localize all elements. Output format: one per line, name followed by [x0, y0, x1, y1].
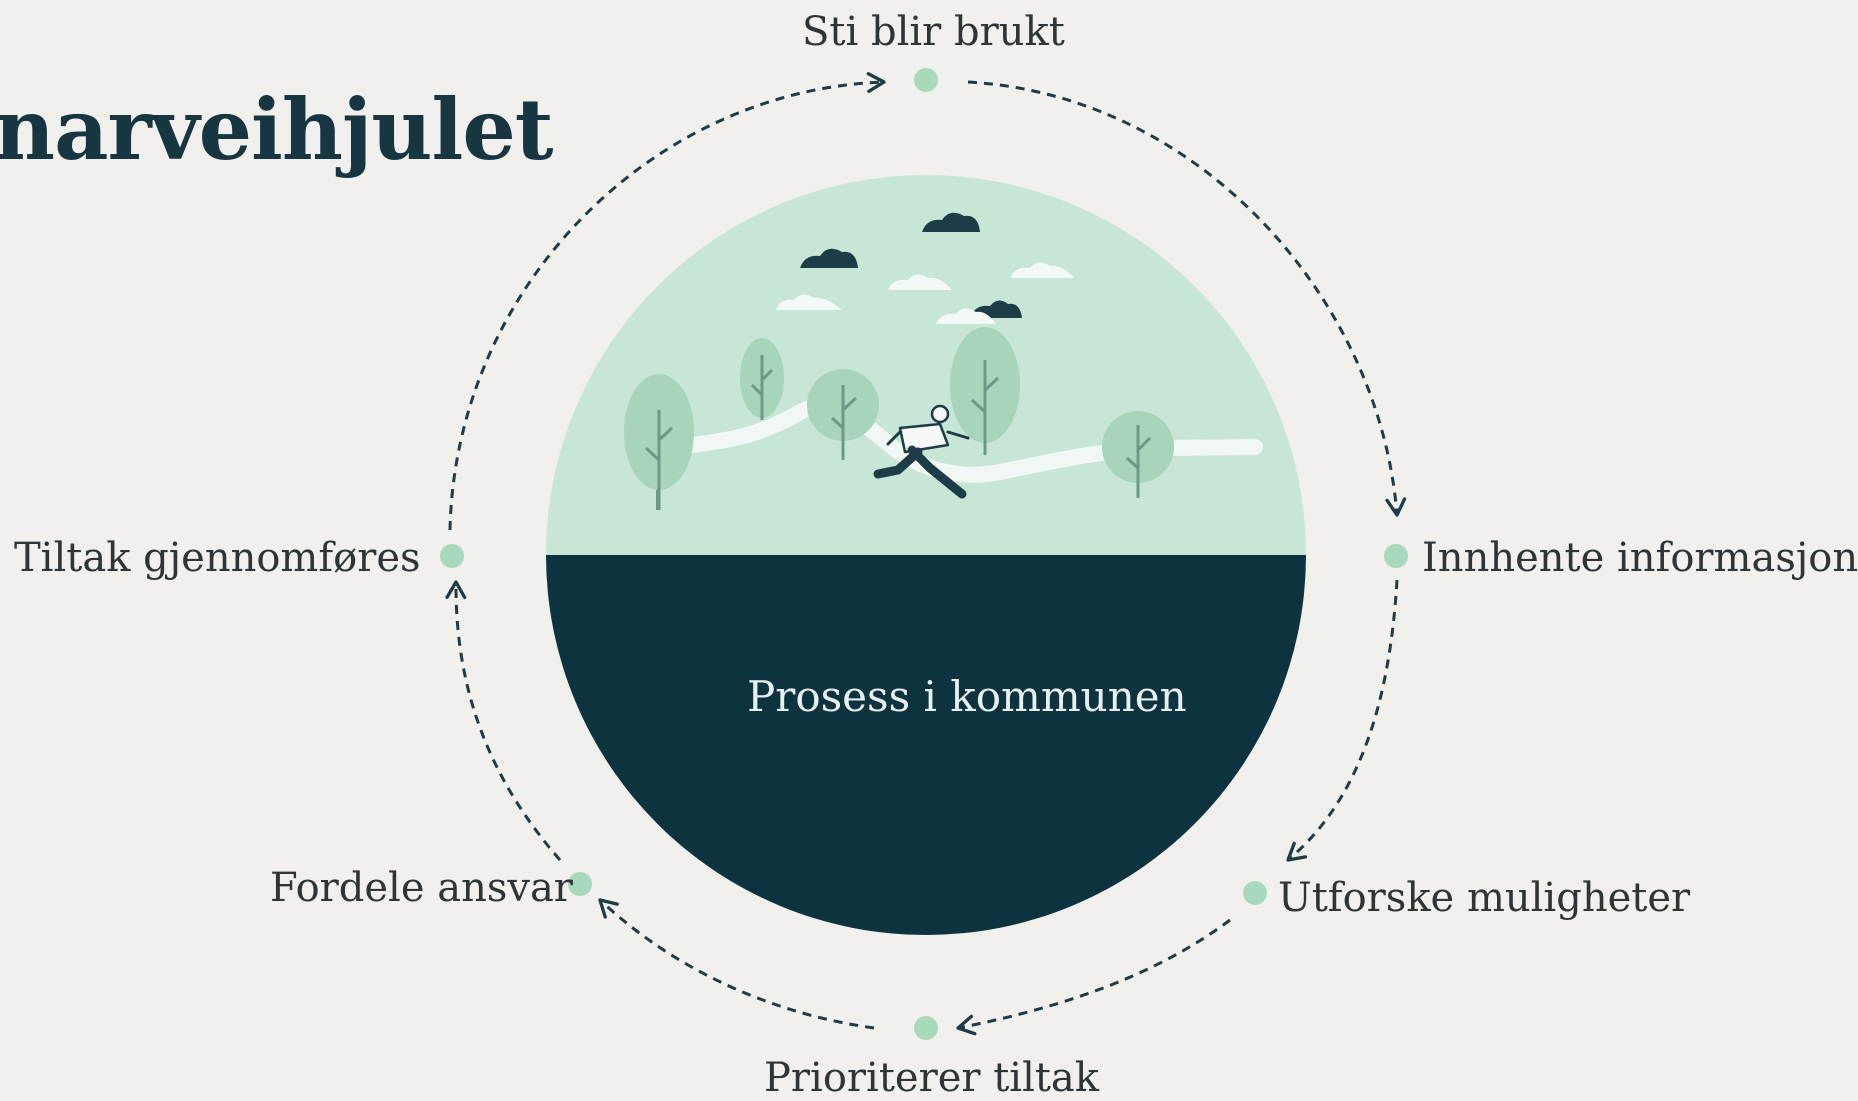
arrow-to-fordele-ansvar — [598, 898, 875, 1030]
cloud-icon — [800, 248, 858, 268]
node-dot-fordele-ansvar — [568, 872, 592, 896]
landscape-illustration — [624, 212, 1263, 510]
step-label-sti-blir-brukt: Sti blir brukt — [802, 9, 1065, 55]
tree-icon — [807, 369, 879, 460]
arrow-to-sti-blir-brukt — [448, 72, 886, 531]
tree-icon — [950, 327, 1020, 455]
step-label-innhente-informasjon: Innhente informasjon — [1422, 535, 1858, 581]
arrow-to-utforske-muligheter — [1286, 579, 1399, 862]
cloud-icon — [888, 274, 952, 290]
tree-icon — [624, 374, 694, 510]
center-label: Prosess i kommunen — [747, 672, 1187, 721]
arrow-to-tiltak-gjennomfores — [445, 580, 562, 861]
node-dot-sti-blir-brukt — [914, 68, 938, 92]
process-bottom-half — [546, 555, 1306, 935]
step-nodes — [440, 68, 1408, 1040]
node-dot-tiltak-gjennomfores — [440, 544, 464, 568]
cycle-arrows — [445, 72, 1407, 1036]
node-dot-innhente-informasjon — [1384, 544, 1408, 568]
arrow-to-prioriterer-tiltak — [956, 918, 1231, 1036]
tree-icon — [740, 338, 784, 420]
trail-path — [682, 398, 1263, 483]
step-label-fordele-ansvar: Fordele ansvar — [270, 865, 573, 911]
page-title: narveihjulet — [0, 80, 554, 179]
step-label-tiltak-gjennomfores: Tiltak gjennomføres — [14, 535, 421, 581]
arrow-to-innhente-informasjon — [967, 80, 1407, 517]
tree-icon — [1102, 411, 1174, 498]
cloud-icon — [936, 308, 996, 324]
node-dot-utforske-muligheter — [1243, 881, 1267, 905]
runner-icon — [873, 404, 970, 499]
step-label-utforske-muligheter: Utforske muligheter — [1278, 875, 1691, 921]
cloud-icon — [922, 212, 980, 232]
center-circle — [546, 175, 1306, 935]
node-dot-prioriterer-tiltak — [914, 1016, 938, 1040]
cloud-icon — [776, 294, 842, 310]
cloud-icon — [1010, 262, 1074, 278]
step-label-prioriterer-tiltak: Prioriterer tiltak — [764, 1055, 1100, 1101]
